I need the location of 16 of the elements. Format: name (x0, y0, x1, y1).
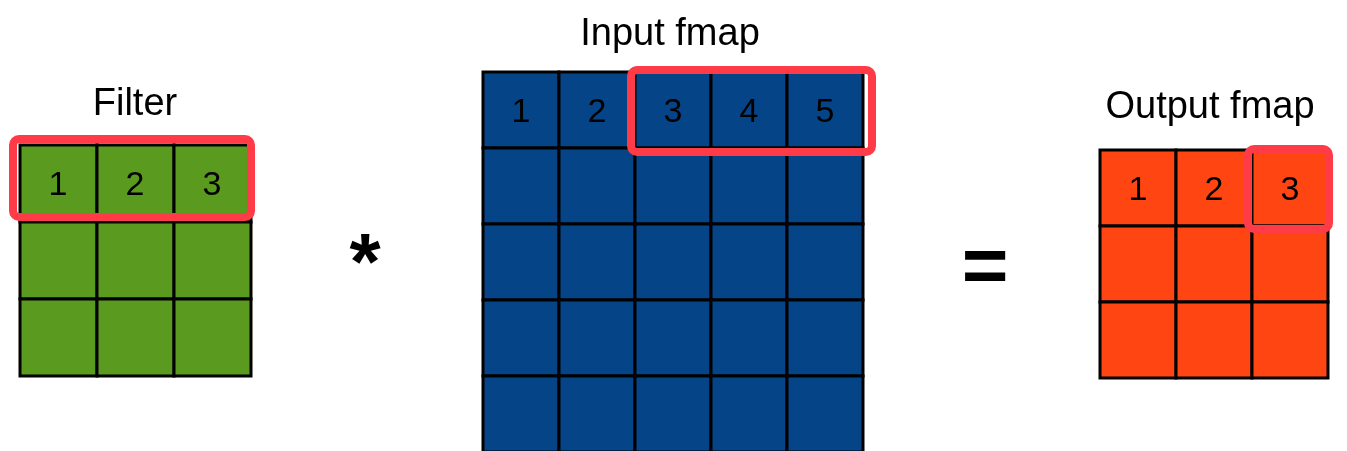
cell-value: 2 (1204, 171, 1224, 205)
cell-value: 3 (663, 93, 683, 127)
cell-value: 2 (587, 93, 607, 127)
cell-value: 1 (511, 93, 531, 127)
cell-value: 1 (1128, 171, 1148, 205)
operator-symbol: = (961, 225, 1009, 305)
cell-value: 5 (815, 93, 835, 127)
cell-value: 3 (1280, 171, 1300, 205)
cell-value: 3 (202, 166, 222, 200)
grid-title: Filter (92, 83, 178, 121)
operator-symbol: * (349, 222, 381, 302)
cell-value: 1 (48, 166, 68, 200)
grid-title: Input fmap (580, 13, 760, 51)
grid-title: Output fmap (1105, 86, 1315, 124)
cell-value: 4 (739, 93, 759, 127)
cell-value: 2 (125, 166, 145, 200)
